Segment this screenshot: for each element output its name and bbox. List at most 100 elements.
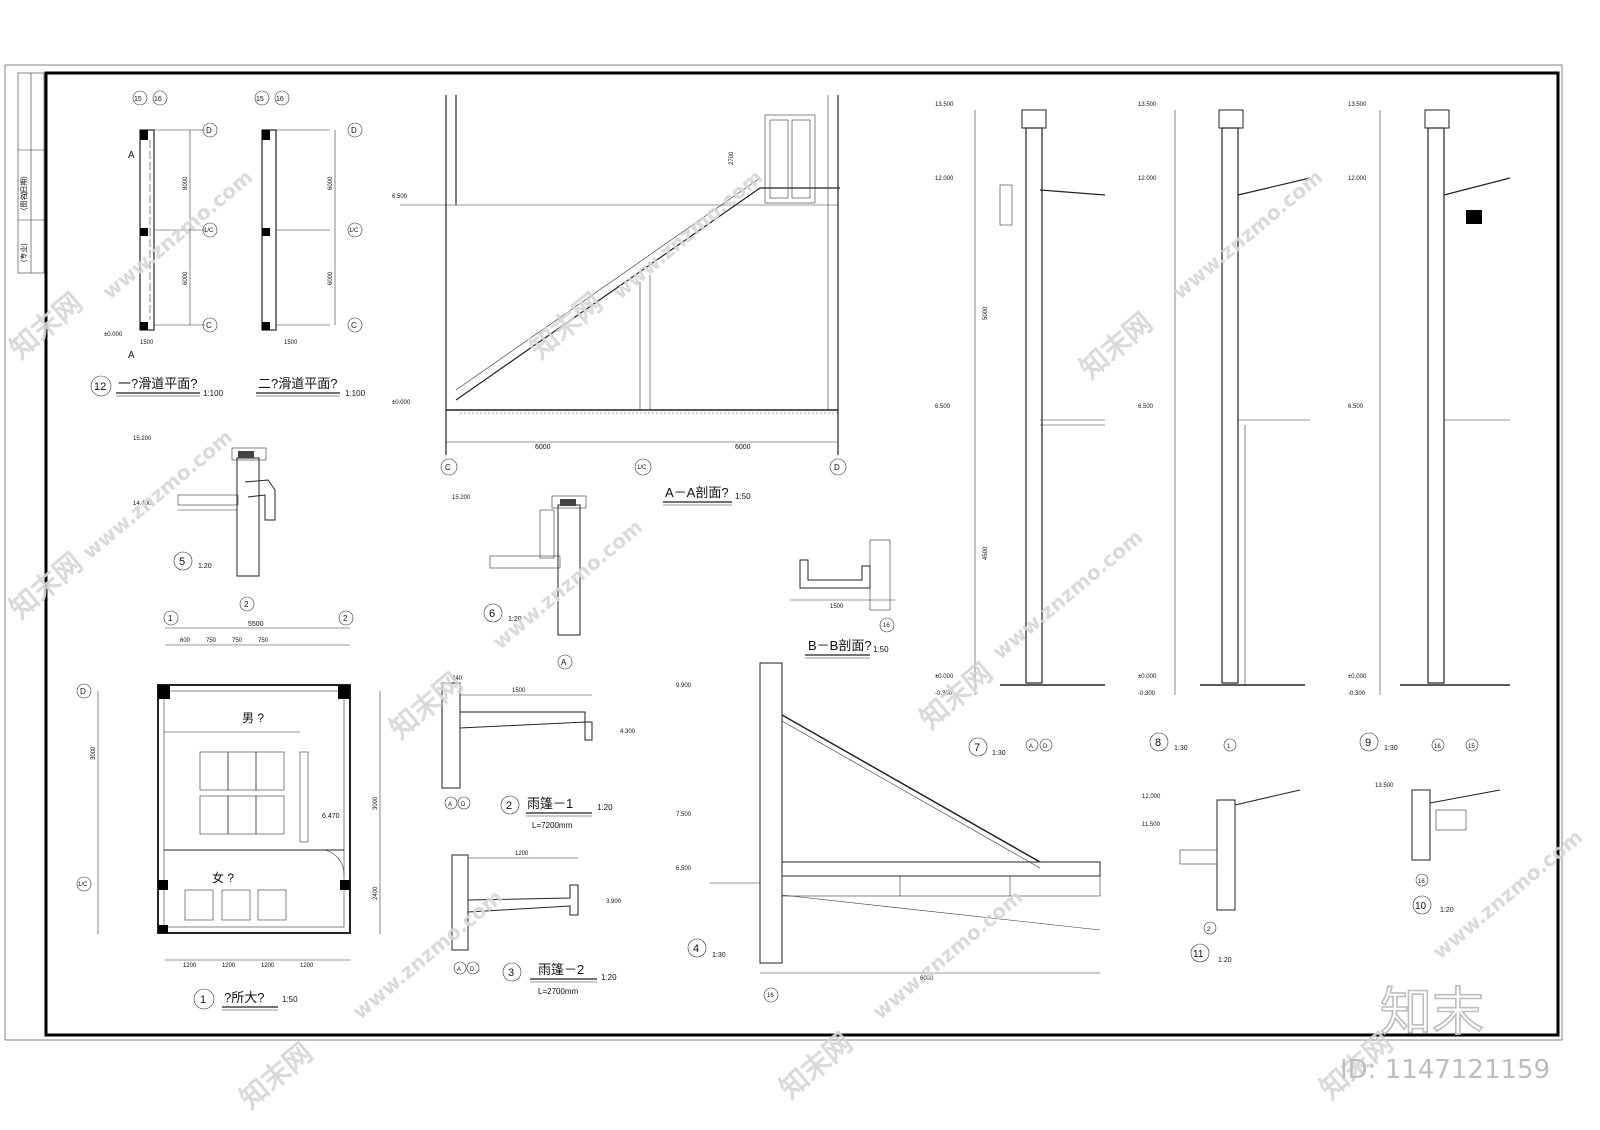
view-1-title: ?所大? [224, 990, 264, 1005]
watermark-site-8: www.znzmo.com [868, 885, 1027, 1024]
grid-bubble-16: 16 [154, 96, 162, 103]
view-11-scale: 1:20 [1218, 957, 1232, 964]
titleblock-label-a: (专业) [19, 243, 28, 262]
grid-6-a: A [561, 658, 567, 667]
level-8-m300: -0.300 [1138, 691, 1156, 697]
grid-1-1: 1 [168, 614, 173, 623]
grid-8-1: 1 [1227, 744, 1231, 750]
dim-1-1200-c: 1200 [261, 963, 275, 969]
grid-aa-1c: 1/C [637, 465, 647, 471]
watermark-brand-5: 知末网 [383, 666, 469, 745]
level-7-13500: 13.500 [935, 102, 954, 108]
view-12b-scale: 1:100 [345, 389, 366, 398]
view-5-number: 5 [179, 556, 185, 568]
view-9-wall-section: 13.500 12.000 6.500 ±0.000 -0.300 16 15 … [1348, 102, 1511, 752]
view-12-title: 一?滑道平面? [118, 376, 197, 391]
dim-4-6000: 6000 [920, 976, 934, 982]
dim-1-1200-b: 1200 [222, 963, 236, 969]
level-8-0: ±0.000 [1138, 674, 1157, 680]
view-8-scale: 1:30 [1174, 745, 1188, 752]
watermark-brand-3: 知末网 [1073, 306, 1159, 385]
dim-1-3000: 3000 [91, 746, 97, 760]
view-10-scale: 1:20 [1440, 907, 1454, 914]
dim-1-750-c: 750 [258, 638, 269, 644]
grid-1-2: 2 [343, 614, 348, 623]
grid-11-2: 2 [1207, 927, 1211, 933]
dim-7-5000: 5000 [983, 306, 989, 320]
level-9-13500: 13.500 [1348, 102, 1367, 108]
grid-bubble-16b: 16 [276, 96, 284, 103]
grid-1-d: D [80, 687, 86, 696]
dim-1-600: 600 [180, 638, 191, 644]
view-12-scale: 1:100 [203, 389, 224, 398]
grid-bubble-1c: 1/C [204, 228, 214, 234]
dim-1-3000-b: 3000 [373, 796, 379, 810]
level-9-6500: 6.500 [1348, 404, 1364, 410]
view-2-scale: 1:20 [597, 803, 613, 812]
view-bb-title: B－B剖面? [808, 638, 872, 653]
level-9-0: ±0.000 [1348, 674, 1367, 680]
watermark-site-3: www.znzmo.com [1168, 165, 1327, 304]
level-8-6500: 6.500 [1138, 404, 1154, 410]
level-4-9900: 9.900 [676, 683, 692, 689]
watermark-site-6: www.znzmo.com [988, 525, 1147, 664]
view-1-scale: 1:50 [282, 995, 298, 1004]
level-8-12000: 12.000 [1138, 176, 1157, 182]
dim-8000: 8000 [183, 176, 189, 190]
level-1-6470: 6.470 [322, 813, 340, 820]
dim-1-750-a: 750 [206, 638, 217, 644]
view-7-number: 7 [974, 742, 980, 754]
view-7-wall-section: 13.500 12.000 6.500 ±0.000 -0.300 5000 4… [935, 102, 1106, 757]
view-10-detail: 13.500 16 10 1:20 [1375, 783, 1501, 915]
room-label-male: 男 ? [242, 711, 264, 725]
grid-4-16: 16 [767, 993, 774, 999]
grid-bb-16: 16 [883, 623, 890, 629]
level-7-m300: -0.300 [935, 691, 953, 697]
view-aa-section: 6000 6000 6.500 ±0.000 2700 C 1/C D A－A剖… [392, 95, 847, 506]
dim-6000-b: 6000 [328, 176, 334, 190]
view-4-number: 4 [693, 943, 699, 955]
level-6-15200: 15.200 [452, 495, 471, 501]
view-9-scale: 1:30 [1384, 745, 1398, 752]
grid-2-a: A [448, 802, 452, 808]
grid-bubble-c2: C [351, 321, 357, 330]
level-aa-0: ±0.000 [392, 400, 411, 406]
view-12b-title: 二?滑道平面? [258, 376, 337, 391]
view-5-scale: 1:20 [198, 563, 212, 570]
dim-6000-a: 6000 [183, 271, 189, 285]
view-aa-title: A－A剖面? [665, 485, 729, 500]
watermark-brand-8: 知末网 [773, 1026, 859, 1105]
view-bb-section: 1500 16 B－B剖面? 1:50 [790, 539, 895, 659]
level-7-0: ±0.000 [935, 674, 954, 680]
view-bb-scale: 1:50 [873, 645, 889, 654]
titleblock-label-b: (图名) [19, 191, 28, 210]
view-2-title: 雨篷－1 [527, 796, 573, 811]
grid-1-1c: 1/C [78, 882, 88, 888]
sheet-inner-frame [44, 71, 1560, 1037]
watermark-site-5: www.znzmo.com [488, 515, 647, 654]
dim-1-750-b: 750 [232, 638, 243, 644]
level-2-4300: 4.300 [620, 729, 636, 735]
dim-1500-a: 1500 [140, 340, 154, 346]
grid-bubble-15: 15 [134, 96, 142, 103]
watermark-site-7: www.znzmo.com [348, 885, 507, 1024]
grid-aa-c: C [445, 463, 451, 472]
dim-1-5500: 5500 [248, 621, 264, 628]
level-11-12000: 12.000 [1142, 794, 1161, 800]
view-1-number: 1 [200, 994, 206, 1006]
grid-3-a: A [457, 967, 461, 973]
view-6-number: 6 [489, 608, 495, 620]
view-9-number: 9 [1365, 737, 1371, 749]
view-4-canopy-section: 6000 9.900 7.500 6.500 16 4 1:30 [676, 662, 1101, 1003]
grid-bubble-d: D [206, 126, 212, 135]
view-6-scale: 1:20 [508, 616, 522, 623]
grid-7-d: D [1043, 744, 1048, 750]
view-2-length: L=7200mm [532, 821, 573, 830]
view-1-toilet-plan: 1 2 5500 600 750 750 750 男 ? 女 ? 6.470 [76, 610, 381, 1011]
view-3-scale: 1:20 [601, 973, 617, 982]
grid-9-15: 15 [1468, 744, 1475, 750]
level-aa-6500: 6.500 [392, 194, 408, 200]
view-3-title: 雨篷－2 [538, 962, 584, 977]
level-9-12000: 12.000 [1348, 176, 1367, 182]
view-4-scale: 1:30 [712, 952, 726, 959]
